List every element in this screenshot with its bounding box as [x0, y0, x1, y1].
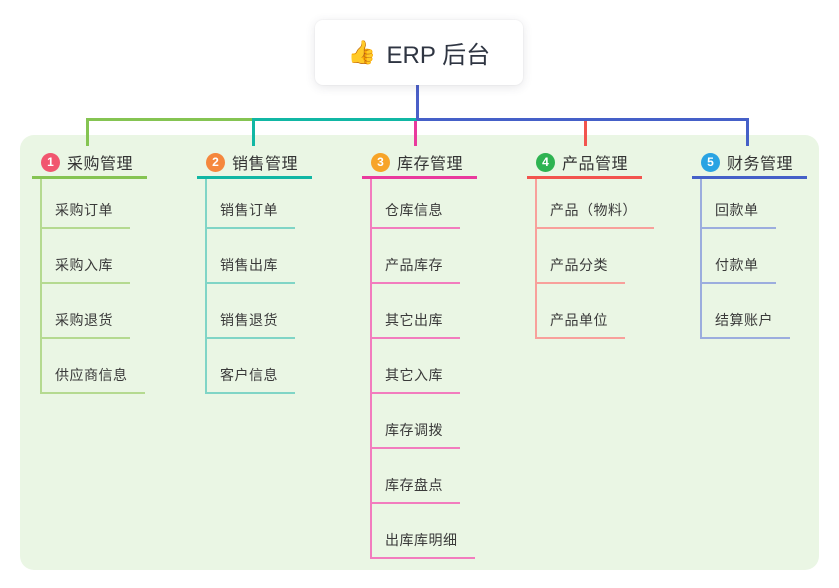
child-node-label: 回款单 — [715, 202, 759, 218]
branch-children: 仓库信息 产品库存 其它出库 其它入库 库存调拨 库存盘点 出库库明细 — [370, 179, 475, 559]
branch-number-badge: 5 — [701, 152, 720, 172]
child-node-label: 采购订单 — [55, 202, 113, 218]
branch-title-node[interactable]: 1 采购管理 — [32, 148, 148, 179]
child-node[interactable]: 客户信息 — [207, 339, 295, 394]
child-node-label: 采购退货 — [55, 312, 113, 328]
child-node-label: 产品分类 — [550, 257, 608, 273]
branch-title-label: 采购管理 — [67, 156, 134, 173]
branch-number-badge: 1 — [41, 152, 60, 172]
branch-number-badge: 4 — [536, 152, 555, 172]
branch5-drop-line — [746, 118, 749, 146]
child-node-label: 付款单 — [715, 257, 759, 273]
child-node[interactable]: 其它入库 — [372, 339, 460, 394]
branch-title-node[interactable]: 5 财务管理 — [692, 148, 808, 179]
child-node[interactable]: 采购入库 — [42, 229, 130, 284]
child-node[interactable]: 销售订单 — [207, 179, 295, 229]
root-node[interactable]: 👍 ERP 后台 — [315, 20, 523, 85]
child-node-label: 销售出库 — [220, 257, 278, 273]
branch-5: 5 财务管理 回款单 付款单 结算账户 — [692, 148, 808, 339]
branch1-drop-line — [86, 118, 89, 146]
root-stem-line — [416, 85, 419, 120]
branch-2: 2 销售管理 销售订单 销售出库 销售退货 客户信息 — [197, 148, 313, 394]
child-node[interactable]: 产品库存 — [372, 229, 460, 284]
branch-number-badge: 3 — [371, 152, 390, 172]
branch-title-label: 产品管理 — [562, 156, 629, 173]
child-node-label: 其它出库 — [385, 312, 443, 328]
child-node[interactable]: 回款单 — [702, 179, 776, 229]
branch-3: 3 库存管理 仓库信息 产品库存 其它出库 其它入库 库存调拨 库存盘点 出库库… — [362, 148, 478, 559]
branch-1: 1 采购管理 采购订单 采购入库 采购退货 供应商信息 — [32, 148, 148, 394]
child-node-label: 供应商信息 — [55, 367, 128, 383]
branch-title-label: 财务管理 — [727, 156, 794, 173]
branch-title-label: 库存管理 — [397, 156, 464, 173]
child-node-label: 销售退货 — [220, 312, 278, 328]
branch-title-label: 销售管理 — [232, 156, 299, 173]
child-node[interactable]: 付款单 — [702, 229, 776, 284]
child-node[interactable]: 采购订单 — [42, 179, 130, 229]
branch-children: 销售订单 销售出库 销售退货 客户信息 — [205, 179, 295, 394]
child-node[interactable]: 出库库明细 — [372, 504, 475, 559]
branch-children: 产品（物料） 产品分类 产品单位 — [535, 179, 654, 339]
child-node[interactable]: 销售退货 — [207, 284, 295, 339]
child-node-label: 出库库明细 — [385, 532, 458, 548]
child-node[interactable]: 其它出库 — [372, 284, 460, 339]
root-node-label: ERP 后台 — [386, 42, 491, 69]
thumbs-up-icon: 👍 — [347, 39, 377, 65]
branch3-drop-line — [414, 121, 417, 146]
child-node[interactable]: 仓库信息 — [372, 179, 460, 229]
child-node-label: 库存调拨 — [385, 422, 443, 438]
child-node-label: 其它入库 — [385, 367, 443, 383]
child-node-label: 销售订单 — [220, 202, 278, 218]
branch-children: 回款单 付款单 结算账户 — [700, 179, 790, 339]
child-node-label: 仓库信息 — [385, 202, 443, 218]
child-node-label: 产品库存 — [385, 257, 443, 273]
child-node[interactable]: 产品单位 — [537, 284, 625, 339]
child-node-label: 产品（物料） — [550, 202, 637, 218]
child-node[interactable]: 采购退货 — [42, 284, 130, 339]
branch-title-node[interactable]: 4 产品管理 — [527, 148, 643, 179]
branch1-connector-line — [86, 118, 254, 121]
child-node[interactable]: 库存调拨 — [372, 394, 460, 449]
child-node[interactable]: 产品（物料） — [537, 179, 654, 229]
branch2-connector-line — [252, 118, 418, 121]
branch5-connector-line — [417, 118, 749, 121]
branch-title-node[interactable]: 3 库存管理 — [362, 148, 478, 179]
branch-4: 4 产品管理 产品（物料） 产品分类 产品单位 — [527, 148, 654, 339]
branch-title-node[interactable]: 2 销售管理 — [197, 148, 313, 179]
child-node-label: 采购入库 — [55, 257, 113, 273]
branch2-drop-line — [252, 118, 255, 146]
branch-number-badge: 2 — [206, 152, 225, 172]
branch-children: 采购订单 采购入库 采购退货 供应商信息 — [40, 179, 145, 394]
child-node[interactable]: 产品分类 — [537, 229, 625, 284]
child-node[interactable]: 库存盘点 — [372, 449, 460, 504]
branches-panel — [20, 135, 819, 570]
child-node-label: 客户信息 — [220, 367, 278, 383]
child-node[interactable]: 结算账户 — [702, 284, 790, 339]
child-node-label: 库存盘点 — [385, 477, 443, 493]
child-node-label: 结算账户 — [715, 312, 773, 328]
child-node[interactable]: 销售出库 — [207, 229, 295, 284]
child-node-label: 产品单位 — [550, 312, 608, 328]
branch4-drop-line — [584, 121, 587, 146]
child-node[interactable]: 供应商信息 — [42, 339, 145, 394]
